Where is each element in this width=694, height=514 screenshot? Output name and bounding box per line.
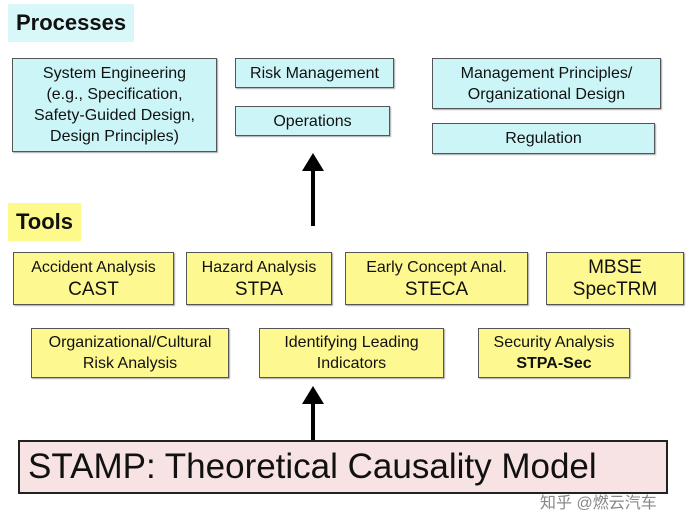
tools-heading: Tools	[8, 203, 82, 241]
box-line: Accident Analysis	[31, 259, 156, 276]
box-line: Security Analysis	[493, 334, 615, 351]
box-line: Regulation	[505, 130, 582, 147]
box-line: Organizational Design	[467, 85, 626, 103]
management-principles-box: Management Principles/Organizational Des…	[432, 58, 661, 109]
box-line: Safety-Guided Design,	[34, 107, 195, 124]
box-line: CAST	[68, 279, 119, 300]
box-line: Identifying Leading	[284, 334, 419, 351]
box-line: STPA	[234, 279, 284, 300]
processes-heading: Processes	[8, 4, 135, 42]
watermark: 知乎 @燃云汽车	[540, 495, 657, 512]
box-line: Organizational/Cultural	[48, 334, 212, 351]
box-line: System Engineering	[42, 65, 187, 82]
box-line: Early Concept Anal.	[366, 259, 507, 276]
arrow-up-icon	[302, 153, 324, 171]
box-line: Operations	[273, 112, 352, 130]
box-line: Risk Analysis	[82, 355, 178, 372]
system-engineering-box: System Engineering (e.g., Specification, S…	[12, 58, 217, 152]
box-line: SpecTRM	[572, 278, 658, 300]
box-line: STPA-Sec	[516, 355, 592, 372]
box-line: Design Principles)	[50, 128, 179, 145]
risk-management-box: Risk Management	[235, 58, 394, 88]
early-concept-box: Early Concept Anal. STECA	[345, 252, 528, 305]
box-line: (e.g., Specification,	[46, 86, 183, 103]
box-line: Management Principles/	[460, 64, 633, 82]
box-line: Hazard Analysis	[201, 259, 317, 276]
box-line: MBSE	[588, 256, 642, 278]
operations-box: Operations	[235, 106, 390, 136]
regulation-box: Regulation	[432, 123, 655, 154]
box-line: Risk Management	[250, 64, 379, 82]
arrow-shaft	[311, 170, 315, 226]
box-line: STECA	[404, 279, 469, 300]
arrow-shaft	[311, 402, 315, 441]
stamp-foundation-box: STAMP: Theoretical Causality Model	[18, 440, 668, 494]
arrow-up-icon	[302, 386, 324, 404]
box-line: Indicators	[316, 355, 387, 372]
